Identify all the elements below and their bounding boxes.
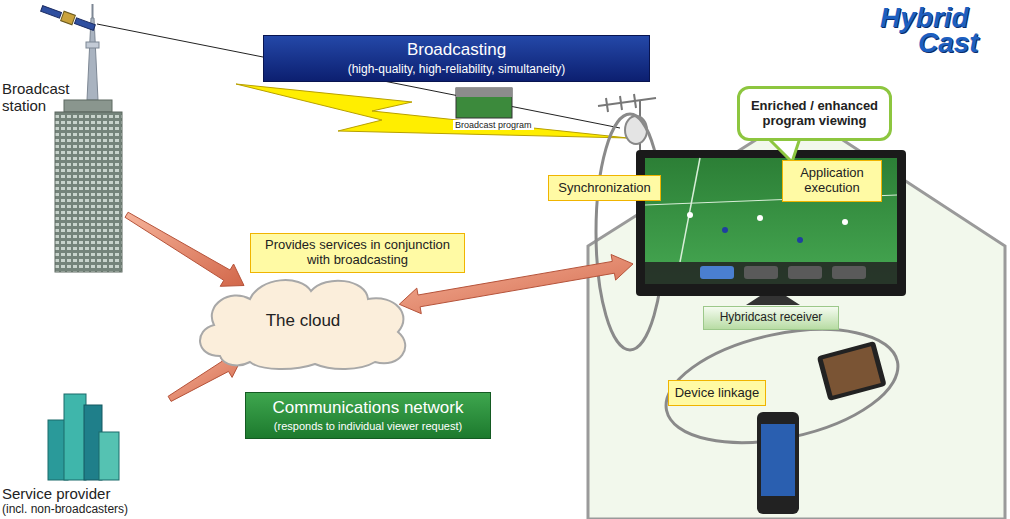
tower-deck <box>86 42 99 48</box>
tv-menu-button <box>744 266 778 279</box>
satellite-panel <box>41 6 62 18</box>
provider-building <box>99 432 119 480</box>
tv-menu-bar <box>645 262 897 284</box>
station-node: Broadcast station <box>2 80 124 273</box>
program-photo <box>456 88 512 118</box>
photo-caption: Broadcast program <box>453 120 534 130</box>
satellite-icon <box>40 4 96 33</box>
node-text: (responds to individual viewer request) <box>274 420 462 433</box>
node-text: Application execution <box>788 166 876 196</box>
player <box>687 212 693 218</box>
player <box>757 215 763 221</box>
node-text: Service provider <box>2 485 110 502</box>
phone-screen <box>761 424 795 496</box>
node-text: (incl. non-broadcasters) <box>2 503 128 517</box>
broadcast-bolt <box>236 84 628 138</box>
cloud-path <box>200 280 405 369</box>
antenna-element <box>620 96 622 110</box>
feature-box: Device linkage <box>668 380 766 406</box>
satellite-panel <box>74 18 95 30</box>
node-text: Communications network <box>273 398 464 418</box>
tv-menu-button <box>788 266 822 279</box>
player <box>842 219 848 225</box>
tv-menu-button <box>832 266 866 279</box>
broadcast-band: Broadcasting (high-quality, high-reliabil… <box>263 35 650 82</box>
flow-arrow <box>125 212 244 286</box>
network-band: Communications network (responds to indiv… <box>245 392 491 439</box>
bubble-tail <box>768 138 800 162</box>
house-outline <box>588 112 1005 519</box>
player <box>797 237 803 243</box>
tv-frame <box>636 150 906 296</box>
node-text: Broadcasting <box>407 40 506 60</box>
speech-bubble: Enriched / enhanced program viewing <box>737 86 892 141</box>
node-text: The cloud <box>266 311 341 331</box>
tablet-body <box>817 341 887 401</box>
antenna-element <box>606 98 608 112</box>
phone-body <box>757 412 799 514</box>
provider-building <box>64 394 86 480</box>
cloud-shape: The cloud <box>190 270 416 372</box>
node-text: Provides services in conjunction with br… <box>256 238 459 268</box>
satellite-dish <box>625 116 647 144</box>
tv-stand <box>746 296 800 305</box>
node-text: (high-quality, high-reliability, simulta… <box>348 63 566 77</box>
tower-mast <box>92 4 94 18</box>
tablet-screen <box>823 346 881 396</box>
tv-menu-button <box>700 266 734 279</box>
node-text: Device linkage <box>675 386 760 401</box>
provider-node: Service provider(incl. non-broadcasters) <box>2 380 167 517</box>
node-text: Broadcast station <box>2 80 80 115</box>
program-photo-stands <box>456 88 512 97</box>
node-text: Hybridcast receiver <box>703 306 840 330</box>
logo-text: Cast <box>918 27 979 59</box>
feature-box: Synchronization <box>548 175 661 201</box>
tv-screen <box>645 158 897 284</box>
player <box>722 227 728 233</box>
receiver-node: Hybridcast receiver Application execution <box>636 150 906 330</box>
satellite-body <box>61 11 76 25</box>
station-building-top <box>64 100 112 112</box>
note-box: Provides services in conjunction with br… <box>250 233 465 273</box>
antenna-element <box>634 94 636 108</box>
station-building <box>55 112 122 272</box>
feature-box: Application execution <box>782 160 882 202</box>
node-text: Synchronization <box>558 181 651 196</box>
node-text: Enriched / enhanced program viewing <box>746 99 883 129</box>
field-line <box>680 158 700 262</box>
tablet-icon <box>817 341 887 401</box>
